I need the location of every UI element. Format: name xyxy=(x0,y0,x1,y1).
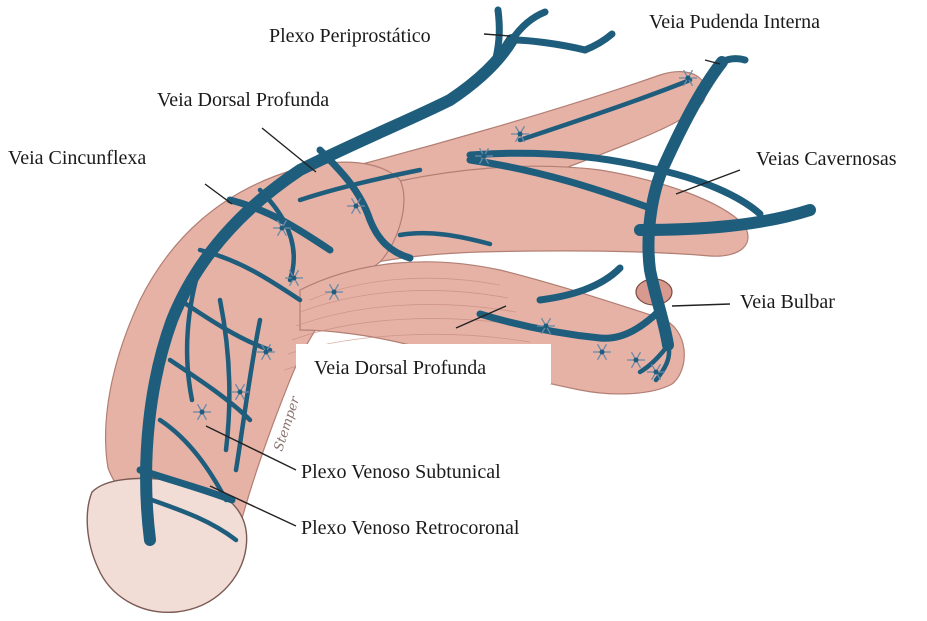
periprostatic-branch-4 xyxy=(585,34,612,50)
internal-pudendal-top xyxy=(722,59,745,62)
periprostatic-branch-2 xyxy=(512,40,585,50)
label-veias-cavernosas: Veias Cavernosas xyxy=(756,148,897,170)
label-plexo-periprostatico: Plexo Periprostático xyxy=(269,25,431,47)
label-veia-dorsal-profunda-top: Veia Dorsal Profunda xyxy=(157,89,329,111)
leader-plexo-periprostatico xyxy=(484,34,510,36)
label-veia-pudenda-interna: Veia Pudenda Interna xyxy=(649,11,820,33)
periprostatic-branch-1 xyxy=(512,12,545,40)
periprostatic-branch-3 xyxy=(496,10,499,58)
leader-veia-bulbar xyxy=(672,304,730,306)
leader-veia-cincunflexa xyxy=(205,184,232,204)
leader-veia-dorsal-profunda-top xyxy=(262,128,316,172)
label-veia-bulbar: Veia Bulbar xyxy=(740,291,835,313)
label-plexo-venoso-retrocoronal: Plexo Venoso Retrocoronal xyxy=(301,517,520,539)
label-veia-cincunflexa: Veia Cincunflexa xyxy=(8,147,146,169)
label-plexo-venoso-subtunical: Plexo Venoso Subtunical xyxy=(301,461,501,483)
label-veia-dorsal-profunda-mid: Veia Dorsal Profunda xyxy=(314,357,486,379)
